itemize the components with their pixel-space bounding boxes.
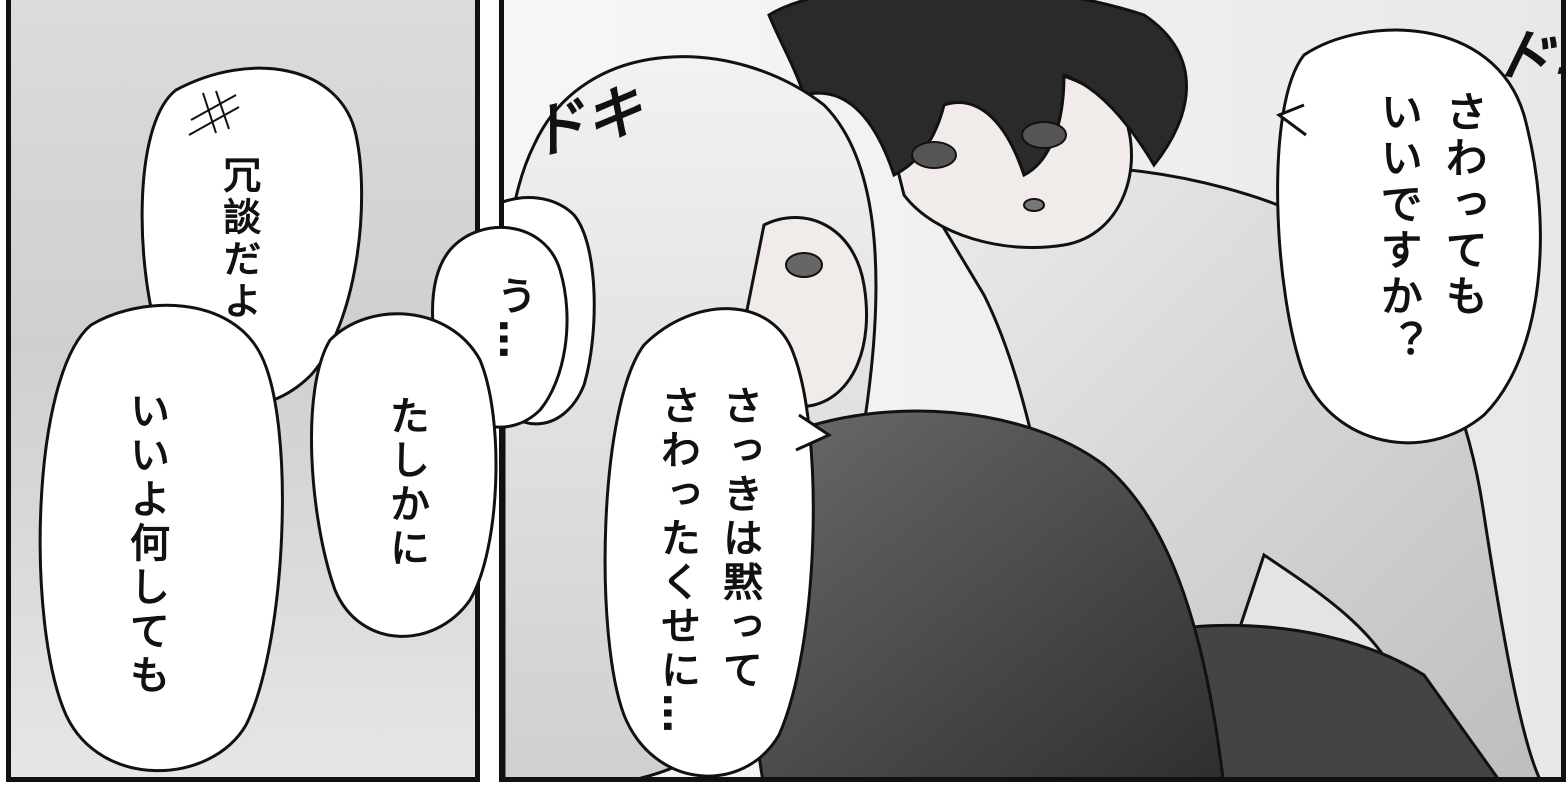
speech-bubble-earlier xyxy=(603,307,815,777)
bubble-text-earlier-2: さわったくせに… xyxy=(654,385,700,737)
right-panel-art xyxy=(504,0,1561,777)
bubble-text-certainly: たしかに xyxy=(383,395,429,571)
speech-bubble-may-touch xyxy=(1276,28,1542,445)
boy-mouth xyxy=(1023,198,1045,212)
right-panel: さわっても いいですか？ さっきは黙って さわったくせに… ドキ ドキ xyxy=(499,0,1566,782)
bubble-text-anything: いいよ何しても xyxy=(123,390,169,698)
left-panel: 冗談だよ いいよ何しても xyxy=(6,0,480,782)
sweat-mark-icon xyxy=(188,90,240,136)
bubble-text-may-touch-2: いいですか？ xyxy=(1374,90,1424,366)
boy-eye-right xyxy=(1021,121,1067,149)
left-panel-art xyxy=(38,66,364,773)
bubble-tail-may-touch xyxy=(1275,103,1307,137)
boy-eye-left xyxy=(911,141,957,169)
bubble-text-may-touch-1: さわっても xyxy=(1439,90,1489,320)
girl-eye xyxy=(785,252,823,278)
bubble-text-joke: 冗談だよ xyxy=(216,155,261,323)
bubble-tail-earlier xyxy=(795,413,833,452)
bubble-text-u: う… xyxy=(490,275,536,363)
speech-bubble-anything xyxy=(38,303,284,773)
bubble-text-earlier-1: さっきは黙って xyxy=(716,385,762,693)
